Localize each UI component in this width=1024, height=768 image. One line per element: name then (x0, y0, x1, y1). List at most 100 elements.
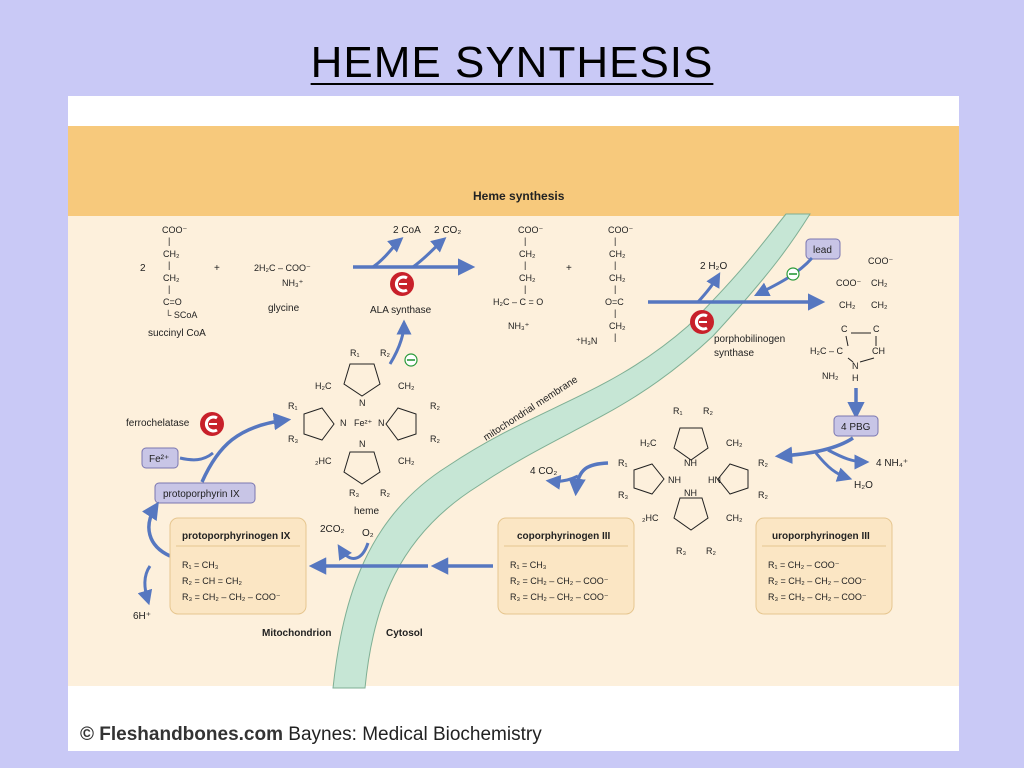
glycine-nh3: NH₃⁺ (282, 278, 304, 288)
ala-line-4: | (524, 260, 526, 270)
protoporphyrin-ix-tag (154, 482, 256, 504)
ala2-line-7: O=C (605, 297, 624, 307)
coa-byproduct: 2 CoA (393, 225, 421, 236)
box-uroporphyrinogen-r3: R₃ = CH₂ – CH₂ – COO⁻ (768, 592, 867, 602)
plus-sign-1: + (214, 263, 220, 274)
copyright-credit: © Fleshandbones.com Baynes: Medical Bioc… (80, 724, 542, 746)
water-release-arrow (696, 272, 721, 304)
ala-synthase-label: ALA synthase (370, 305, 432, 316)
succinyl-line-7: C=O (163, 297, 182, 307)
succinyl-line-6: | (168, 284, 170, 294)
pbg-count-tag (833, 415, 879, 437)
heme-r2c: R₂ (430, 434, 440, 444)
porph-r2a: R₂ (703, 406, 713, 416)
co2-4-label: 4 CO₂ (530, 466, 557, 477)
porphyrinogen-structure (633, 427, 749, 531)
fe-join-arrow (179, 451, 214, 462)
box-coproporphyrinogen-r3: R₃ = CH₂ – CH₂ – COO⁻ (510, 592, 609, 602)
co2-byproduct: 2 CO₂ (434, 225, 461, 236)
pbg-condensation-arrow (774, 436, 854, 464)
heme-label: heme (354, 506, 379, 517)
porph-r1b: R₁ (618, 458, 628, 468)
pbg-h2c: H₂C – C (810, 346, 843, 356)
heme-structure (303, 363, 417, 485)
lead-label: lead (813, 245, 832, 256)
glycine-structure: 2H₂C – COO⁻ NH₃⁺ glycine (254, 263, 311, 314)
enzyme-icon (390, 272, 414, 296)
mitochondrion-label: Mitochondrion (262, 628, 331, 639)
pbg-count-label: 4 PBG (841, 422, 871, 433)
succinyl-line-2: | (168, 236, 170, 246)
mitochondrial-membrane (332, 213, 811, 689)
ala-c-line: H₂C – C = O (493, 297, 543, 307)
pbg-c2: C (873, 324, 880, 334)
inhibition-minus-icon (404, 353, 418, 367)
heme-n3: N (378, 418, 385, 428)
succinyl-line-8: └ SCoA (165, 309, 197, 320)
ala2-line-10: | (614, 332, 616, 342)
ala-line-1: COO⁻ (518, 225, 544, 235)
co2-4-arrow (545, 474, 579, 490)
nh4-release-arrow (827, 448, 870, 470)
diagram-header: Heme synthesis (473, 189, 565, 203)
ala-line-3: CH₂ (519, 249, 536, 259)
ala-structure-2: COO⁻ | CH₂ | CH₂ | O=C | CH₂ | ⁺H₃N (576, 225, 634, 346)
heme-r2a: R₂ (380, 348, 390, 358)
box-protoporphyrinogen-r1: R₁ = CH₃ (182, 560, 219, 570)
porph-nh1: NH (684, 458, 697, 468)
header-band (68, 126, 959, 216)
uroporphyrinogen-box: uroporphyrinogen III R₁ = CH₂ – COO⁻ R₂ … (755, 517, 893, 615)
box-protoporphyrinogen-r2: R₂ = CH = CH₂ (182, 576, 243, 586)
box-coproporphyrinogen-name: coporphyrinogen III (517, 531, 611, 542)
enzyme-icon (690, 310, 714, 334)
protoporphyrinogen-box: protoporphyrinogen IX R₁ = CH₃ R₂ = CH =… (169, 517, 307, 615)
heme-n2: N (340, 418, 347, 428)
box-uroporphyrinogen-r2: R₂ = CH₂ – CH₂ – COO⁻ (768, 576, 867, 586)
fe-tag-label: Fe²⁺ (149, 454, 169, 465)
pbg-synthase-label-2: synthase (714, 348, 754, 359)
succinyl-line-3: CH₂ (163, 249, 180, 259)
credit-source: Baynes: Medical Biochemistry (288, 724, 542, 745)
porph-nh3: NH (684, 488, 697, 498)
heme-ch2d: CH₂ (398, 456, 415, 466)
ala2-line-9: CH₂ (609, 321, 626, 331)
pbg-synthase-label-1: porphobilinogen (714, 334, 785, 345)
box-protoporphyrinogen-name: protoporphyrinogen IX (182, 531, 291, 542)
water-label-2: H₂O (854, 480, 873, 491)
pbg-coo-right: COO⁻ (868, 256, 894, 266)
credit-strip (68, 688, 959, 751)
ala2-line-8: | (614, 308, 616, 318)
inhibition-minus-icon (786, 267, 800, 281)
co2-decarboxylation-arrow (568, 461, 609, 497)
heme-feedback-arrow (388, 319, 412, 365)
porphyrinogen-labels: R₁ R₂ H₂C CH₂ NH R₁ R₂ NH HN R₃ R₂ NH ₂H… (618, 406, 768, 556)
ferrochelatase-label: ferrochelatase (126, 418, 190, 429)
glycine-label: glycine (268, 303, 300, 314)
pbg-ch2-right-b: CH₂ (871, 300, 888, 310)
plus-sign-2: + (566, 263, 572, 274)
porph-ch2d: CH₂ (726, 513, 743, 523)
lead-tag (805, 238, 841, 260)
ala2-line-2: | (614, 236, 616, 246)
pbg-structure: COO⁻ CH₂ COO⁻ CH₂ CH₂ C C H₂C – C CH NH₂… (810, 256, 894, 383)
box-uroporphyrinogen-name: uroporphyrinogen III (772, 531, 870, 542)
heme-ch2a: H₂C (315, 381, 332, 391)
succinyl-line-4: | (168, 260, 170, 270)
porph-ch2a: H₂C (640, 438, 657, 448)
ala2-line-6: | (614, 284, 616, 294)
pbg-h: H (852, 373, 859, 383)
pbg-coo-left: COO⁻ (836, 278, 862, 288)
fe-tag (141, 447, 179, 469)
heme-labels: R₁ R₂ H₂C CH₂ N R₁ R₂ N Fe²⁺ N R₃ R₂ N ₂… (288, 348, 440, 517)
heme-r3a: R₃ (288, 434, 298, 444)
ala2-line-5: CH₂ (609, 273, 626, 283)
ala2-line-1: COO⁻ (608, 225, 634, 235)
pbg-nh2: NH₂ (822, 371, 839, 381)
pbg-n: N (852, 361, 859, 371)
credit-brand: © Fleshandbones.com (80, 724, 283, 745)
proton-label: 6H⁺ (133, 611, 151, 622)
porph-r3b: R₃ (676, 546, 686, 556)
heme-r1b: R₁ (288, 401, 298, 411)
ala2-line-4: | (614, 260, 616, 270)
porph-r2d: R₂ (706, 546, 716, 556)
